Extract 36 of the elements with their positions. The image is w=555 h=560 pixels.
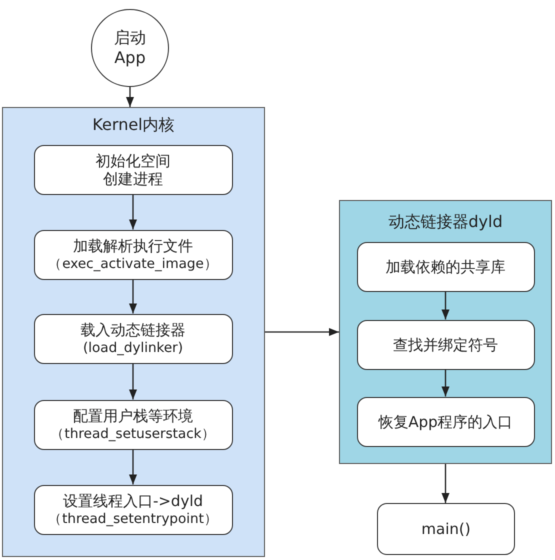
panel-title: Kernel内核 bbox=[92, 115, 175, 135]
step-label: main() bbox=[421, 520, 471, 538]
group-panel bbox=[339, 200, 552, 464]
process-box bbox=[34, 144, 232, 194]
arrow bbox=[442, 464, 450, 503]
arrow bbox=[129, 364, 137, 400]
panel-title: 动态链接器dyld bbox=[388, 212, 503, 232]
step-label: 加载依赖的共享库 bbox=[386, 258, 506, 276]
process-box bbox=[34, 400, 232, 450]
arrow bbox=[442, 370, 450, 396]
call-label: （exec_activate_image） bbox=[48, 254, 218, 272]
arrow bbox=[265, 328, 339, 336]
arrow bbox=[129, 194, 137, 230]
circle-label: 启动App bbox=[113, 28, 147, 68]
call-label: (load_dylinker) bbox=[83, 338, 183, 356]
arrow bbox=[129, 450, 137, 484]
step-label: 恢复App程序的入口 bbox=[378, 412, 513, 430]
process-box bbox=[377, 503, 515, 555]
process-box bbox=[34, 230, 232, 280]
process-box bbox=[356, 396, 534, 446]
arrow bbox=[129, 280, 137, 314]
group-panel bbox=[2, 107, 265, 557]
process-box bbox=[34, 484, 232, 534]
step-label: 配置用户栈等环境 bbox=[73, 406, 193, 424]
arrow bbox=[442, 292, 450, 320]
step-label: 载入动态链接器 bbox=[80, 320, 186, 338]
arrow bbox=[126, 87, 134, 107]
process-box bbox=[356, 242, 534, 292]
process-box bbox=[356, 320, 534, 370]
process-box bbox=[34, 314, 232, 364]
step-label: 加载解析执行文件 bbox=[73, 236, 193, 254]
step-label: 初始化空间创建进程 bbox=[94, 152, 172, 188]
step-label: 查找并绑定符号 bbox=[393, 336, 498, 354]
call-label: （thread_setuserstack） bbox=[50, 424, 216, 442]
call-label: （thread_setentrypoint） bbox=[48, 510, 218, 528]
step-label: 设置线程入口->dyld bbox=[62, 492, 204, 510]
